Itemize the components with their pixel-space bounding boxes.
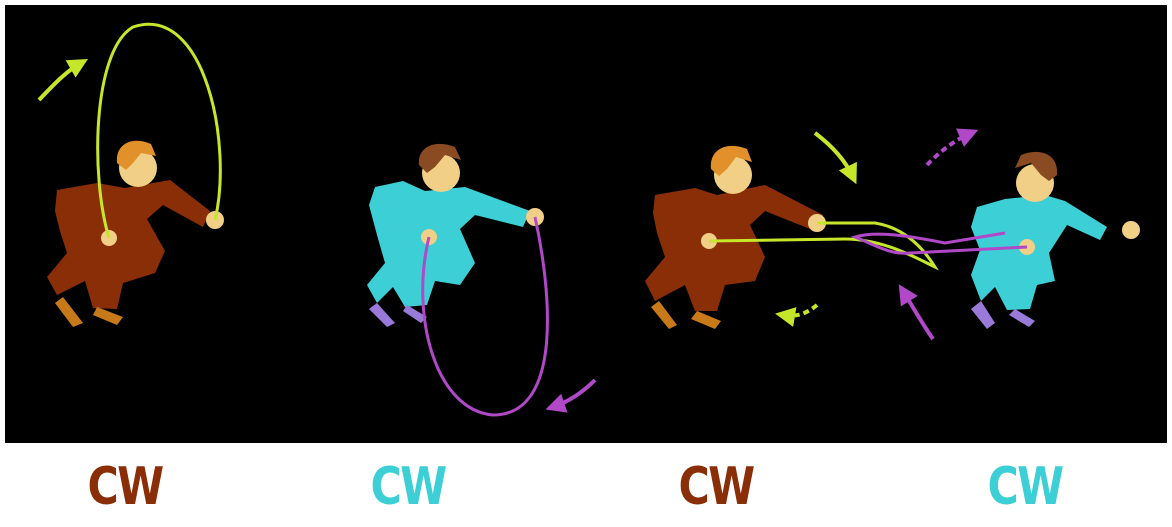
green-rope-icon xyxy=(708,221,939,271)
rotation-arrow-icon xyxy=(775,303,819,327)
green-rope-icon xyxy=(96,22,222,239)
rotation-arrow-icon xyxy=(925,128,979,167)
figure-1-direction-label: CW xyxy=(87,457,164,517)
purple-rope-icon xyxy=(850,231,1028,255)
purple-rope-icon xyxy=(421,216,549,417)
figure-3-direction-label: CW xyxy=(678,457,755,517)
brown-jumper-icon xyxy=(645,145,826,329)
rotation-arrow-icon xyxy=(37,59,88,102)
rotation-arrow-icon xyxy=(898,284,935,341)
scene-panel xyxy=(5,5,1167,443)
rotation-arrow-icon xyxy=(813,131,857,185)
figure-4-direction-label: CW xyxy=(987,457,1064,517)
rotation-arrow-icon xyxy=(545,378,597,413)
cyan-jumper-icon xyxy=(971,151,1140,329)
figure-2-direction-label: CW xyxy=(370,457,447,517)
cyan-jumper-icon xyxy=(367,143,544,327)
brown-jumper-icon xyxy=(47,140,224,327)
scene-drawing xyxy=(37,22,1140,417)
